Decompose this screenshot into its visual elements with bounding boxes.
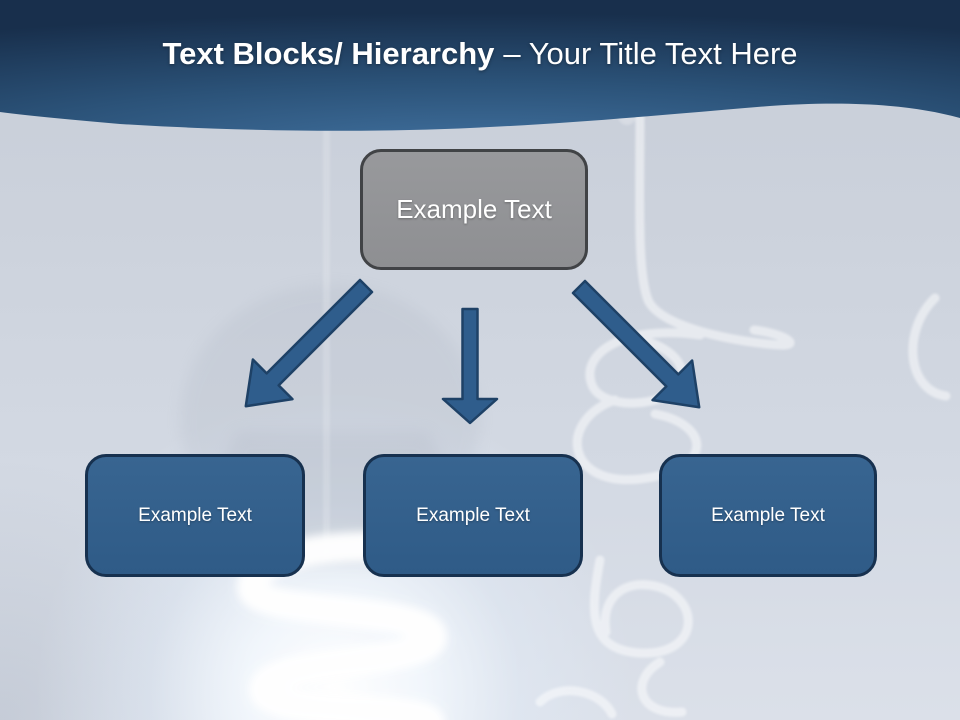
header-band: [0, 0, 960, 131]
arrow-down-icon[interactable]: [441, 307, 499, 425]
child-text-block-3-label: Example Text: [711, 504, 825, 526]
child-text-block-2[interactable]: Example Text: [363, 454, 583, 577]
slide-title: Text Blocks/ Hierarchy – Your Title Text…: [0, 0, 960, 108]
child-text-block-3[interactable]: Example Text: [659, 454, 877, 577]
child-text-block-1-label: Example Text: [138, 504, 252, 526]
tube-letters: [535, 105, 951, 719]
child-text-block-1[interactable]: Example Text: [85, 454, 305, 577]
arrow-down-right-icon[interactable]: [559, 267, 719, 427]
arrow-down-left-icon[interactable]: [226, 266, 386, 426]
child-text-block-2-label: Example Text: [416, 504, 530, 526]
root-text-block[interactable]: Example Text: [360, 149, 588, 270]
header-band-shape: [0, 0, 960, 131]
title-regular-text: – Your Title Text Here: [503, 36, 798, 71]
title-bold-text: Text Blocks/ Hierarchy: [162, 36, 495, 71]
root-text-block-label: Example Text: [396, 194, 552, 224]
